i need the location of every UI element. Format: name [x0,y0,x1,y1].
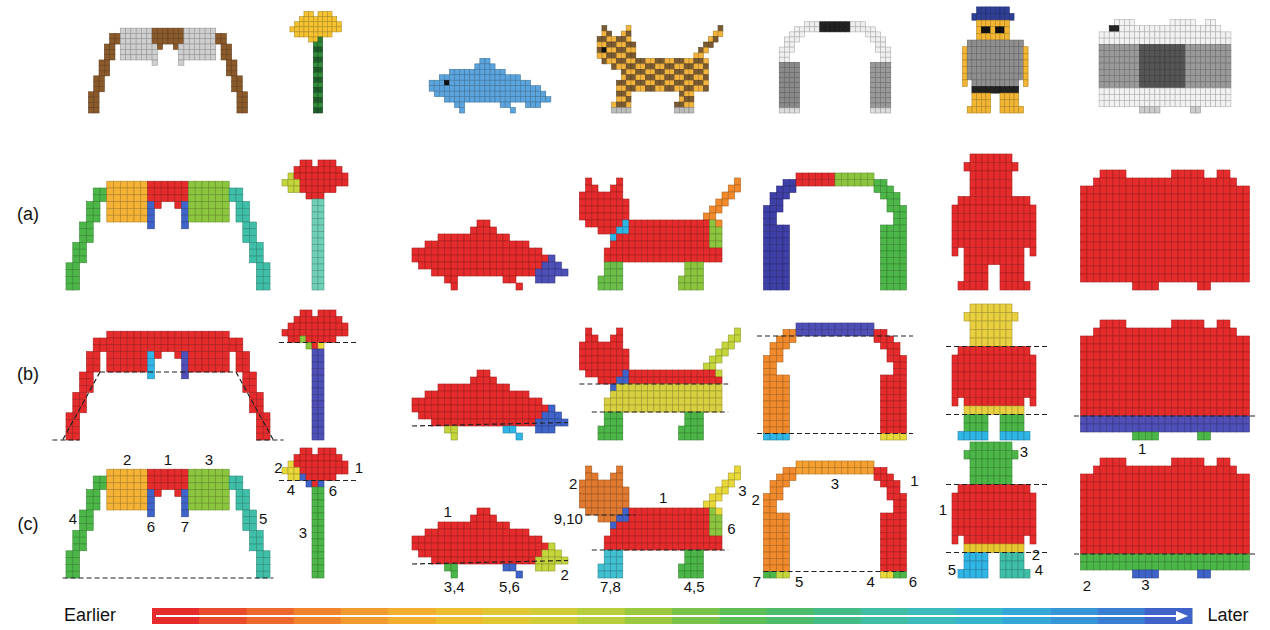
figure: (a)(b)(c)21345672146313,45,622139,1067,8… [0,0,1270,630]
